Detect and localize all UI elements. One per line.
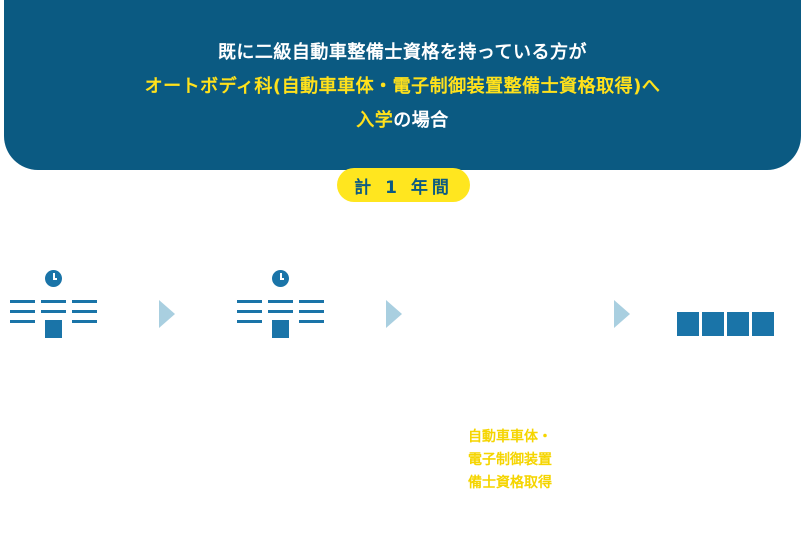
certificate-line-2: 電子制御装置 — [468, 452, 552, 468]
block — [272, 320, 289, 338]
bar — [10, 300, 35, 303]
bar — [268, 300, 293, 303]
step-2-icon — [237, 270, 325, 340]
clock-icon — [272, 270, 289, 287]
bar — [237, 310, 262, 313]
bar — [10, 310, 35, 313]
arrow-right-icon — [386, 300, 402, 328]
banner-highlight-text: 入学 — [356, 110, 394, 131]
result-block — [727, 312, 749, 336]
bar — [299, 300, 324, 303]
bar — [41, 310, 66, 313]
block — [45, 320, 62, 338]
banner-line-2: オートボディ科(自動車車体・電子制御装置整備士資格取得)へ — [144, 76, 661, 97]
clock-icon — [45, 270, 62, 287]
banner-rest-text: の場合 — [393, 110, 449, 131]
duration-badge: 計 1 年間 — [337, 168, 470, 202]
arrow-right-icon — [614, 300, 630, 328]
result-block — [702, 312, 724, 336]
bar — [299, 320, 324, 323]
bar — [268, 310, 293, 313]
bar — [41, 300, 66, 303]
step-1-icon — [10, 270, 98, 340]
bar — [10, 320, 35, 323]
result-block — [752, 312, 774, 336]
certificate-line-1: 自動車車体・ — [468, 429, 552, 445]
certificate-line-3: 備士資格取得 — [468, 475, 552, 491]
result-block — [677, 312, 699, 336]
header-banner: 既に二級自動車整備士資格を持っている方が オートボディ科(自動車車体・電子制御装… — [4, 0, 801, 170]
banner-line-3: 入学の場合 — [4, 106, 801, 132]
arrow-right-icon — [159, 300, 175, 328]
banner-line-1: 既に二級自動車整備士資格を持っている方が — [217, 42, 588, 63]
bar — [237, 300, 262, 303]
certificate-text: 自動車車体・ 電子制御装置 備士資格取得 — [420, 426, 600, 495]
bar — [72, 300, 97, 303]
bar — [299, 310, 324, 313]
bar — [72, 320, 97, 323]
bar — [72, 310, 97, 313]
bar — [237, 320, 262, 323]
